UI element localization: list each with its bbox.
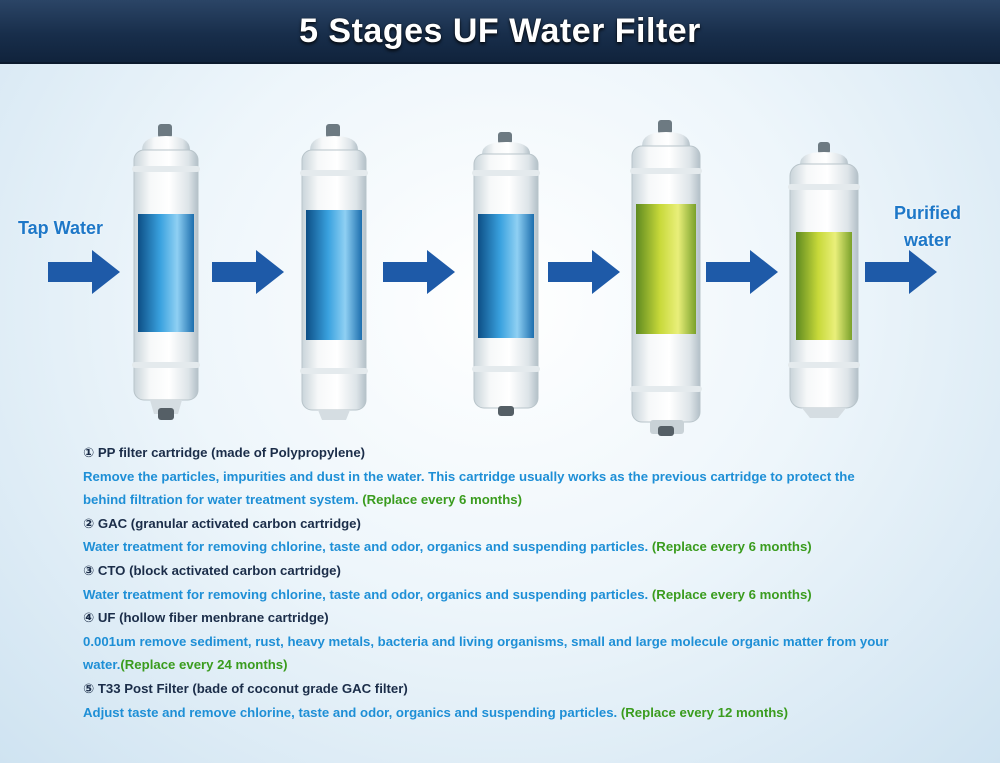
stage-3-replace-interval: (Replace every 6 months) (651, 586, 812, 602)
pp-filter-cartridge-image (132, 124, 200, 420)
flow-arrow-1-icon (48, 250, 120, 294)
purified-water-label: Purified water (885, 200, 970, 254)
stage-3-heading: ③ CTO (block activated carbon cartridge) (83, 562, 341, 578)
stage-2-description: Water treatment for removing chlorine, t… (83, 539, 649, 555)
stage-5-description: Adjust taste and remove chlorine, taste … (83, 704, 618, 720)
stage-5: ⑤ T33 Post Filter (bade of coconut grade… (83, 677, 983, 724)
stage-1: ① PP filter cartridge (made of Polypropy… (83, 441, 983, 512)
flow-arrow-3-icon (383, 250, 455, 294)
stage-3-description: Water treatment for removing chlorine, t… (83, 586, 649, 602)
stage-4-replace-interval: (Replace every 24 months) (120, 657, 288, 673)
stage-2-replace-interval: (Replace every 6 months) (651, 539, 812, 555)
title-banner: 5 Stages UF Water Filter (0, 0, 1000, 64)
uf-filter-cartridge-image (630, 120, 702, 436)
stage-1-heading: ① PP filter cartridge (made of Polypropy… (83, 445, 366, 460)
gac-filter-cartridge-image (300, 124, 368, 420)
t33-post-filter-image (788, 142, 860, 418)
stage-1-replace-interval: (Replace every 6 months) (362, 492, 522, 508)
page-title: 5 Stages UF Water Filter (299, 11, 701, 50)
flow-arrow-5-icon (706, 250, 778, 294)
purified-water-label-line1: Purified (893, 203, 961, 223)
stage-4: ④ UF (hollow fiber menbrane cartridge) 0… (83, 606, 983, 677)
flow-arrow-4-icon (548, 250, 620, 294)
flow-arrow-2-icon (212, 250, 284, 294)
stage-4-heading: ④ UF (hollow fiber menbrane cartridge) (83, 610, 329, 626)
stage-1-description-line2: behind filtration for water treatment sy… (83, 492, 359, 508)
cto-filter-cartridge-image (472, 132, 540, 416)
purified-water-label-line2: water (903, 230, 952, 250)
stage-4-description-line1: 0.001um remove sediment, rust, heavy met… (83, 633, 889, 649)
stage-descriptions: ① PP filter cartridge (made of Polypropy… (83, 441, 983, 724)
stage-5-heading: ⑤ T33 Post Filter (bade of coconut grade… (83, 680, 408, 696)
stage-4-description-line2: water. (83, 657, 121, 673)
tap-water-label: Tap Water (18, 218, 104, 238)
stage-2-heading: ② GAC (granular activated carbon cartrid… (83, 515, 361, 531)
stage-5-replace-interval: (Replace every 12 months) (620, 704, 789, 720)
stage-3: ③ CTO (block activated carbon cartridge)… (83, 559, 983, 606)
flow-arrow-6-icon (865, 250, 937, 294)
stage-1-description-line1: Remove the particles, impurities and dus… (83, 468, 855, 484)
stage-2: ② GAC (granular activated carbon cartrid… (83, 512, 983, 559)
